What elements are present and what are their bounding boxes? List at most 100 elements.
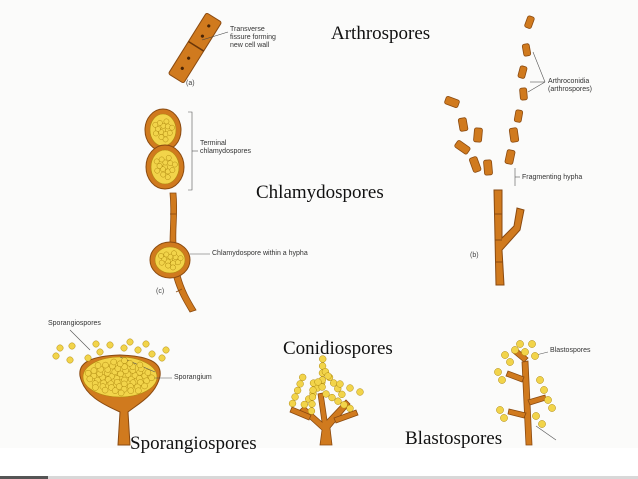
panel-a-hypha (168, 12, 229, 84)
title-chlamydospores: Chlamydospores (256, 182, 384, 203)
sporangiospore (101, 386, 109, 394)
sporangiospore (92, 384, 99, 391)
sporangiospore (111, 387, 119, 394)
sporangiospore (117, 370, 124, 378)
chlamydospore-granule (165, 154, 172, 161)
conidium (324, 372, 332, 380)
title-conidiospores: Conidiospores (283, 338, 393, 359)
title-sporangiospores: Sporangiospores (130, 433, 257, 454)
bottom-strip (0, 448, 638, 479)
sporangiospore (127, 387, 135, 394)
conidium (346, 384, 354, 392)
blastospore (498, 376, 506, 384)
transverse-fissure-label-line1: Transverse (230, 26, 265, 33)
sporangiospore (52, 352, 60, 360)
chlamydospore-granule (165, 262, 171, 269)
conidium (309, 386, 317, 394)
conidium (319, 355, 327, 363)
sporangiospore (106, 341, 114, 349)
conidium (356, 388, 364, 396)
chlamydospore-granule (154, 167, 161, 174)
sporangiospore (56, 344, 64, 352)
sporangiospore (144, 369, 152, 376)
blastospore (536, 376, 544, 384)
conidium (322, 390, 330, 398)
conidium (329, 379, 338, 387)
blastospore (528, 340, 536, 348)
sporangiospore (134, 346, 142, 354)
sporangiospore (142, 340, 150, 348)
blastospore (538, 420, 546, 428)
sporangiospore (141, 382, 148, 390)
chlamydospore-granule (158, 259, 165, 266)
chlamydospore-granule (158, 253, 164, 259)
sporangiospore (148, 374, 155, 382)
conidium (300, 400, 309, 409)
chlamydospore-granule (169, 124, 175, 131)
sporangiospore (116, 360, 124, 368)
panel-c-letter: (c) (156, 288, 165, 295)
sporangiospore (66, 356, 74, 364)
title-blastospores: Blastospores (405, 428, 503, 449)
conidiophore (289, 392, 359, 446)
arthroconidia-label-line1: Arthroconidia (548, 78, 590, 85)
blastospore (540, 386, 548, 394)
chlamydospore-granule (162, 136, 169, 143)
conidium (299, 373, 307, 382)
transverse-fissure-label: Transverse fissure forming new cell wall (230, 26, 276, 50)
conidium (334, 397, 342, 405)
terminal-chlamydospores-line2: chlamydospores (200, 148, 251, 155)
conidium (340, 401, 348, 409)
chlamydospore-granule (171, 250, 177, 257)
chlamydospore-granule (158, 134, 165, 140)
conidium (293, 386, 302, 395)
panel-b-arthroconidia (444, 15, 535, 176)
blastospore (501, 351, 509, 359)
conidium (296, 380, 304, 388)
sporangiospore (68, 342, 76, 350)
blastospore (506, 358, 514, 366)
sporangiospore (84, 354, 92, 362)
conidium (346, 404, 354, 413)
fragmenting-hypha-label: Fragmenting hypha (522, 174, 583, 181)
bottom-progress-mark (0, 476, 48, 479)
arthroconidia-label: Arthroconidia (arthrospores) (548, 78, 592, 94)
chlamydospore-granule (177, 255, 184, 262)
panel-c-leader-lines (188, 111, 210, 255)
chlamydospore-within-hypha-label: Chlamydospore within a hypha (212, 250, 308, 257)
conidium (314, 378, 322, 386)
chlamydospore-granule (166, 130, 173, 136)
sporangiospore (110, 358, 117, 366)
sporangiospore (158, 354, 166, 362)
blastospore (544, 396, 552, 404)
blastospore (531, 352, 539, 360)
blastospore (511, 346, 519, 354)
panel-b-hypha (493, 189, 525, 286)
conidium (291, 393, 299, 401)
chlamydospore-granule (160, 171, 167, 178)
conidium (336, 380, 344, 388)
sporangiospore (148, 350, 156, 358)
arthroconidia-label-line2: (arthrospores) (548, 86, 592, 93)
sporangiospore (96, 348, 104, 356)
chlamydospore-granule (164, 174, 171, 181)
sporangiospore (136, 361, 144, 369)
chlamydospore-granule (153, 158, 160, 165)
blastospore (548, 404, 556, 412)
conidium (307, 407, 316, 415)
conidium (338, 390, 346, 398)
sporangiospore (102, 361, 109, 369)
chlamydospore-granule (156, 163, 163, 169)
blastospore (494, 368, 502, 376)
sporangiospore (121, 357, 128, 364)
blastospores-small-label: Blastospores (550, 347, 591, 354)
conidium (288, 399, 297, 408)
spore-dots (52, 118, 556, 428)
blastospore (516, 340, 524, 348)
sporangiospore (117, 389, 125, 397)
sporangiospore (115, 383, 123, 390)
conidium (328, 393, 336, 402)
transverse-fissure-label-line3: new cell wall (230, 42, 270, 49)
